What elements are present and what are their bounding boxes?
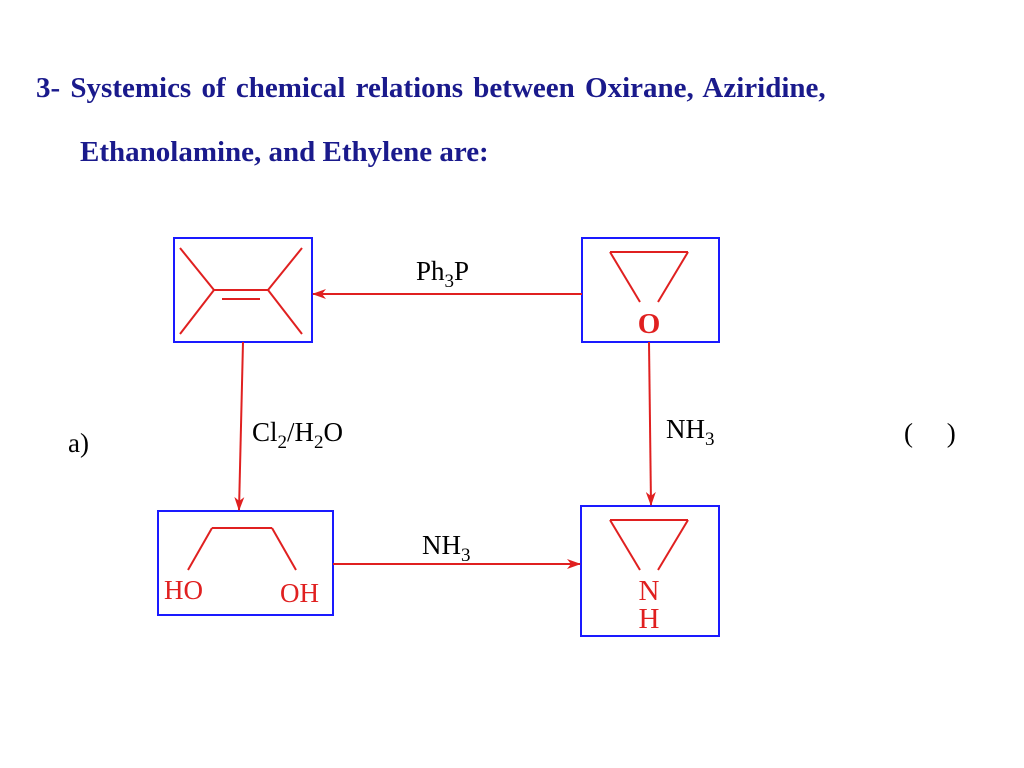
reagent-nh3-right: NH3 (666, 414, 715, 450)
aziridine-box (580, 505, 720, 637)
oxirane-structure: O (581, 237, 720, 343)
ethylene-structure (173, 237, 313, 343)
hydroxyl-right-label: OH (280, 578, 319, 608)
arrow-ethylene-to-ethanolamine (234, 341, 245, 511)
title-line-2: Ethanolamine, and Ethylene are: (80, 136, 489, 168)
ethanolamine-structure: HO OH (157, 510, 334, 616)
reagent-cl2-h2o: Cl2/H2O (252, 417, 343, 453)
oxirane-oxygen-label: O (638, 308, 661, 340)
title-line-1: 3- Systemics of chemical relations betwe… (36, 72, 826, 104)
aziridine-structure: N H (580, 505, 720, 637)
answer-blank: ( ) (904, 418, 956, 448)
reagent-nh3-bottom: NH3 (422, 530, 471, 566)
arrow-oxirane-to-aziridine (645, 341, 656, 506)
part-label-a: a) (68, 428, 89, 458)
hydroxyl-left-label: HO (164, 575, 203, 605)
reagent-ph3p: Ph3P (416, 256, 469, 292)
aziridine-hydrogen-label: H (639, 603, 660, 635)
oxirane-box (581, 237, 720, 343)
aziridine-nitrogen-label: N (639, 575, 660, 607)
